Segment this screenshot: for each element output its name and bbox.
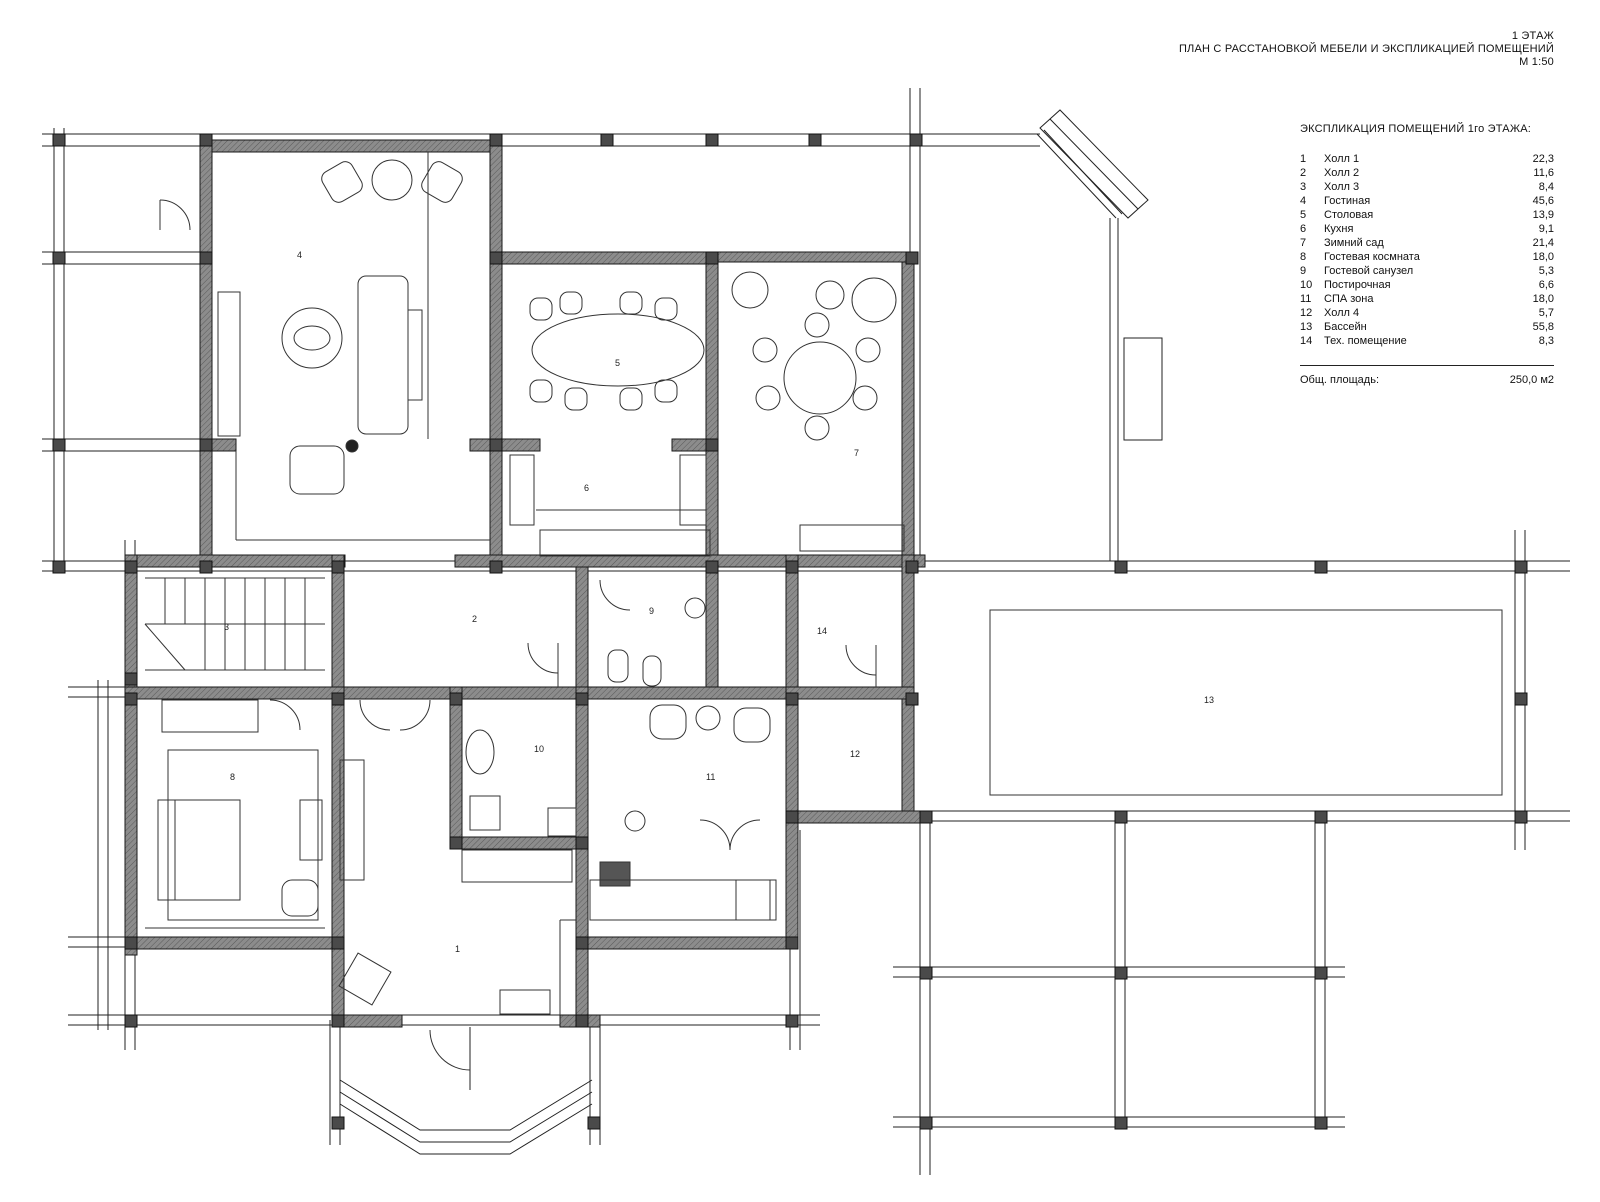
room-label-5: 5 xyxy=(615,358,620,368)
room-label-8: 8 xyxy=(230,772,235,782)
total-label: Общ. площадь: xyxy=(1300,374,1380,386)
explication-num: 2 xyxy=(1300,167,1307,179)
explication-name: Холл 3 xyxy=(1324,181,1360,193)
room-label-6: 6 xyxy=(584,483,589,493)
explication-name: СПА зона xyxy=(1324,293,1374,305)
explication-name: Постирочная xyxy=(1324,279,1391,291)
floor-title: 1 ЭТАЖ xyxy=(1511,30,1554,42)
room-label-2: 2 xyxy=(472,614,477,624)
explication-num: 12 xyxy=(1300,307,1313,319)
explication-row: 14 Тех. помещение 8,3 xyxy=(1300,334,1554,348)
explication-area: 8,4 xyxy=(1538,181,1554,193)
explication-table: ЭКСПЛИКАЦИЯ ПОМЕЩЕНИЙ 1го ЭТАЖА: 1 Холл 1… xyxy=(1300,123,1554,386)
explication-name: Холл 4 xyxy=(1324,307,1360,319)
explication-name: Тех. помещение xyxy=(1324,335,1407,347)
explication-divider xyxy=(1300,365,1554,366)
garden-stair xyxy=(1039,109,1163,441)
explication-row: 2 Холл 2 11,6 xyxy=(1300,166,1554,180)
explication-area: 22,3 xyxy=(1532,153,1554,165)
explication-area: 18,0 xyxy=(1532,251,1554,263)
explication-area: 5,3 xyxy=(1538,265,1554,277)
explication-num: 13 xyxy=(1300,321,1313,333)
explication-name: Столовая xyxy=(1324,209,1374,221)
room-label-4: 4 xyxy=(297,250,302,260)
explication-area: 8,3 xyxy=(1538,335,1554,347)
dining-chairs xyxy=(529,291,678,411)
explication-row: 3 Холл 3 8,4 xyxy=(1300,180,1554,194)
explication-name: Гостевой санузел xyxy=(1324,265,1414,277)
explication-area: 13,9 xyxy=(1532,209,1554,221)
explication-num: 6 xyxy=(1300,223,1307,235)
room-label-14: 14 xyxy=(817,626,827,636)
explication-area: 11,6 xyxy=(1533,167,1554,179)
pool-outline xyxy=(989,609,1503,796)
explication-row: 9 Гостевой санузел 5,3 xyxy=(1300,264,1554,278)
plan-subtitle: ПЛАН С РАССТАНОВКОЙ МЕБЕЛИ И ЭКСПЛИКАЦИЕ… xyxy=(1178,43,1554,55)
explication-name: Гостевая космната xyxy=(1324,251,1420,263)
explication-row: 13 Бассейн 55,8 xyxy=(1300,320,1554,334)
explication-name: Холл 1 xyxy=(1324,153,1360,165)
explication-area: 5,7 xyxy=(1538,307,1554,319)
explication-num: 1 xyxy=(1300,153,1307,165)
room-label-7: 7 xyxy=(854,448,859,458)
explication-num: 10 xyxy=(1300,279,1313,291)
explication-row: 1 Холл 1 22,3 xyxy=(1300,152,1554,166)
explication-num: 8 xyxy=(1300,251,1307,263)
explication-name: Зимний сад xyxy=(1324,237,1384,249)
explication-num: 14 xyxy=(1300,335,1313,347)
explication-num: 3 xyxy=(1300,181,1307,193)
explication-name: Холл 2 xyxy=(1324,167,1360,179)
total-value: 250,0 м2 xyxy=(1509,374,1554,386)
room-label-1: 1 xyxy=(455,944,460,954)
explication-num: 4 xyxy=(1300,195,1307,207)
explication-row: 6 Кухня 9,1 xyxy=(1300,222,1554,236)
explication-total: Общ. площадь: 250,0 м2 xyxy=(1300,374,1554,386)
explication-area: 45,6 xyxy=(1532,195,1554,207)
posts xyxy=(52,133,1528,1130)
porch xyxy=(339,1027,593,1155)
explication-area: 18,0 xyxy=(1532,293,1554,305)
room-label-9: 9 xyxy=(649,606,654,616)
room-label-13: 13 xyxy=(1204,695,1214,705)
title-block: 1 ЭТАЖ ПЛАН С РАССТАНОВКОЙ МЕБЕЛИ И ЭКСП… xyxy=(1179,30,1554,69)
explication-area: 21,4 xyxy=(1532,237,1554,249)
room-label-11: 11 xyxy=(706,772,715,782)
explication-name: Кухня xyxy=(1324,223,1354,235)
room-label-10: 10 xyxy=(534,744,544,754)
explication-row: 8 Гостевая космната 18,0 xyxy=(1300,250,1554,264)
room-label-3: 3 xyxy=(224,622,229,632)
explication-area: 9,1 xyxy=(1538,223,1554,235)
explication-heading: ЭКСПЛИКАЦИЯ ПОМЕЩЕНИЙ 1го ЭТАЖА: xyxy=(1300,123,1531,135)
stairs xyxy=(144,577,325,671)
explication-num: 7 xyxy=(1300,237,1307,249)
room-label-12: 12 xyxy=(850,749,860,759)
explication-area: 6,6 xyxy=(1538,279,1554,291)
explication-name: Гостиная xyxy=(1324,195,1371,207)
explication-row: 10 Постирочная 6,6 xyxy=(1300,278,1554,292)
walls xyxy=(124,139,926,1028)
furniture xyxy=(144,152,905,1071)
explication-row: 4 Гостиная 45,6 xyxy=(1300,194,1554,208)
explication-num: 5 xyxy=(1300,209,1307,221)
explication-row: 5 Столовая 13,9 xyxy=(1300,208,1554,222)
room-labels: 1 2 3 4 5 6 7 8 9 10 11 12 13 14 xyxy=(224,250,1214,954)
explication-row: 7 Зимний сад 21,4 xyxy=(1300,236,1554,250)
explication-num: 9 xyxy=(1300,265,1307,277)
explication-name: Бассейн xyxy=(1324,321,1367,333)
explication-num: 11 xyxy=(1300,293,1312,305)
explication-rows: 1 Холл 1 22,3 2 Холл 2 11,6 3 Холл 3 8,4 4 Гостина… xyxy=(1300,152,1554,348)
plan-scale: М 1:50 xyxy=(1519,56,1554,68)
explication-row: 11 СПА зона 18,0 xyxy=(1300,292,1554,306)
explication-row: 12 Холл 4 5,7 xyxy=(1300,306,1554,320)
explication-area: 55,8 xyxy=(1532,321,1554,333)
